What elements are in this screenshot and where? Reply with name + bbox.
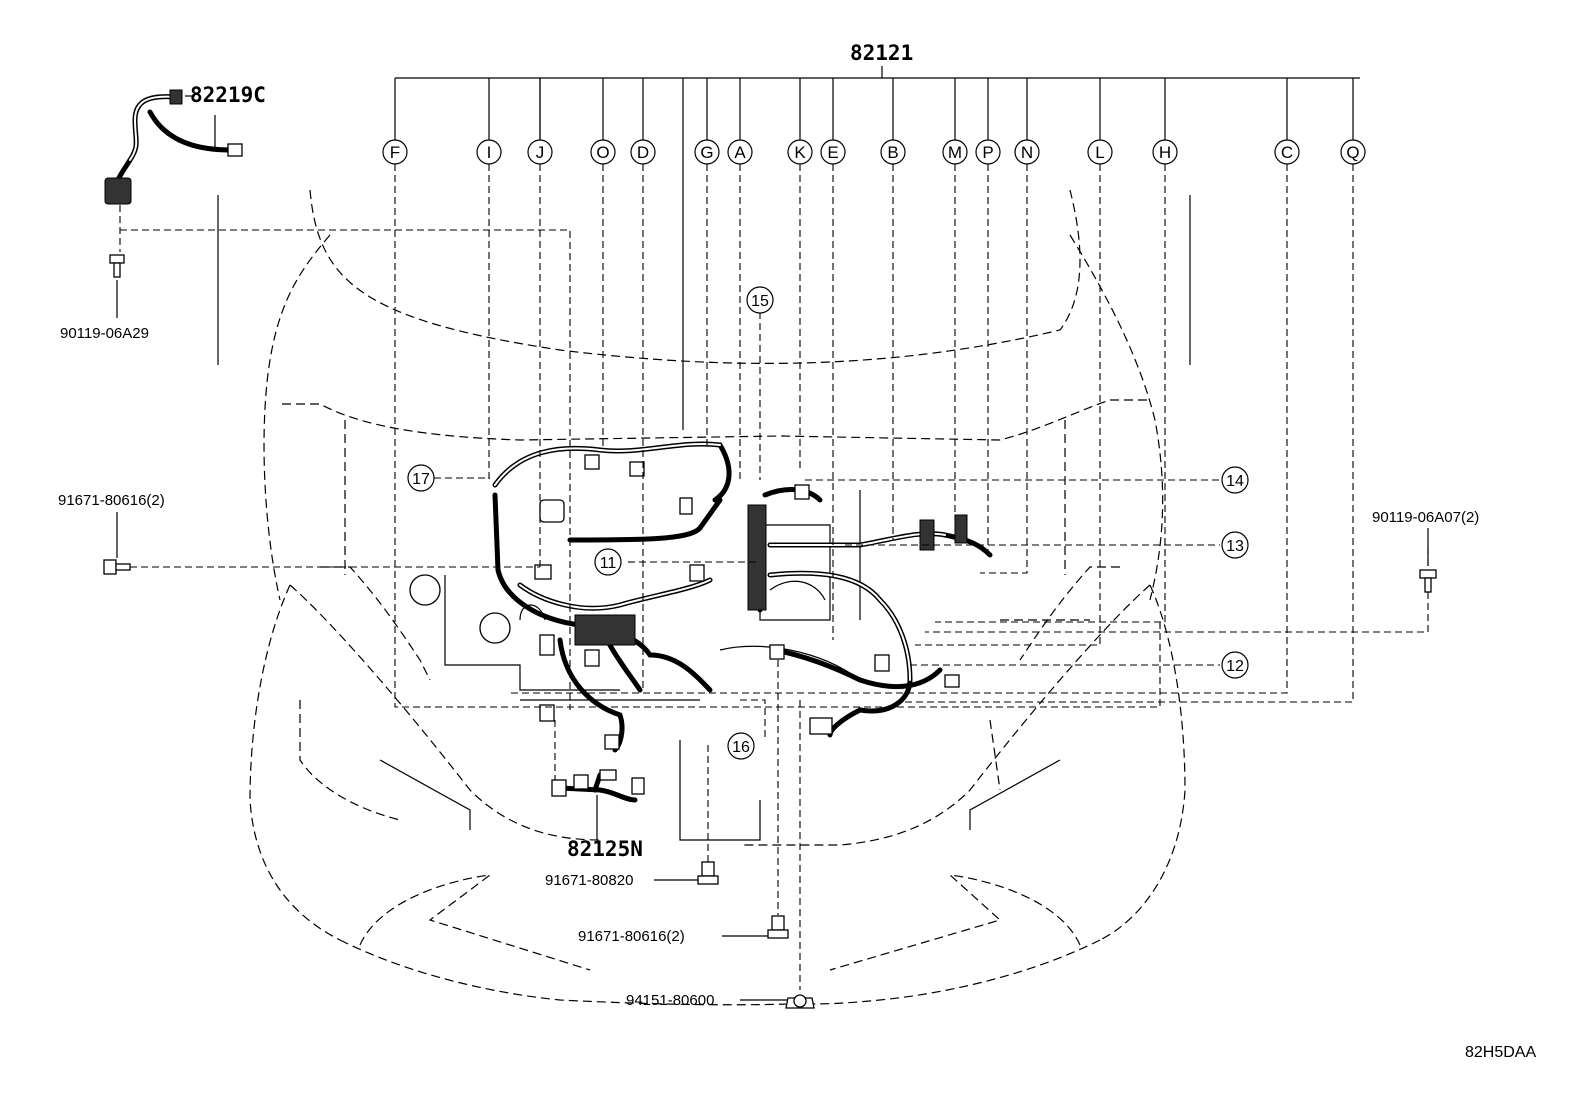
part-82125n-label: 82125N	[567, 837, 643, 861]
callout-a: A	[727, 78, 753, 165]
callout-q-letter: Q	[1346, 143, 1359, 162]
callout-l: L	[1087, 78, 1113, 165]
callout-m: M	[942, 78, 968, 165]
point-16-number: 16	[732, 739, 750, 756]
callout-m-letter: M	[948, 143, 962, 162]
fastener-91671-80616-left: 91671-80616(2)	[58, 492, 165, 575]
callout-d: D	[630, 78, 656, 165]
callout-d-letter: D	[637, 143, 649, 162]
point-12-number: 12	[1226, 658, 1244, 675]
callout-g: G	[694, 78, 720, 165]
callout-o: O	[590, 78, 616, 165]
callout-l-letter: L	[1095, 143, 1104, 162]
callout-leaders: 82121	[395, 41, 1360, 430]
vehicle-body-outline	[217, 189, 1191, 1006]
fastener-91671-80820: 91671-80820	[545, 861, 719, 889]
callout-p: P	[975, 78, 1001, 165]
point-16: 16	[727, 732, 755, 760]
callout-j-letter: J	[536, 143, 545, 162]
callout-i: I	[476, 78, 502, 165]
fastener-90119-06a29-label: 90119-06A29	[60, 325, 149, 342]
callout-b-letter: B	[887, 143, 898, 162]
wire-harness-82121	[492, 441, 993, 753]
point-15: 15	[746, 286, 774, 314]
fastener-91671-80616-left-label: 91671-80616(2)	[58, 492, 165, 509]
fastener-90119-06a07: 90119-06A07(2)	[1372, 509, 1479, 593]
callout-n: N	[1014, 78, 1040, 165]
callout-o-letter: O	[596, 143, 609, 162]
point-14-number: 14	[1226, 473, 1244, 490]
part-82219c-label: 82219C	[190, 83, 266, 107]
callout-e: E	[820, 78, 846, 165]
callout-h-letter: H	[1159, 143, 1171, 162]
sub-harness-82219c: 82219C	[104, 83, 266, 205]
callout-h: H	[1152, 78, 1178, 165]
point-11-number: 11	[600, 555, 617, 572]
figure-code: 82H5DAA	[1465, 1044, 1536, 1061]
callout-c: C	[1274, 78, 1300, 165]
part-82121-label: 82121	[850, 41, 913, 65]
callout-q: Q	[1340, 78, 1366, 165]
point-15-number: 15	[751, 293, 769, 310]
point-13: 13	[1221, 531, 1249, 559]
fastener-91671-80820-label: 91671-80820	[545, 872, 633, 889]
point-11: 11	[594, 548, 622, 576]
dashed-leader-routes	[119, 164, 1429, 990]
callout-j: J	[527, 78, 553, 165]
callout-f: F	[382, 78, 408, 165]
reference-points: 11 12 13 14 15 16 17	[407, 286, 1249, 760]
callout-a-letter: A	[734, 143, 746, 162]
fastener-94151-80600: 94151-80600	[626, 992, 815, 1009]
point-17-number: 17	[412, 471, 430, 488]
callout-n-letter: N	[1021, 143, 1033, 162]
callout-g-letter: G	[700, 143, 713, 162]
fastener-90119-06a29: 90119-06A29	[60, 254, 149, 342]
fastener-94151-80600-label: 94151-80600	[626, 992, 714, 1009]
callout-e-letter: E	[827, 143, 838, 162]
point-13-number: 13	[1226, 538, 1244, 555]
callout-k: K	[787, 78, 813, 165]
callout-b: B	[880, 78, 906, 165]
point-12: 12	[1221, 651, 1249, 679]
callout-f-letter: F	[390, 143, 400, 162]
fastener-91671-80616-bottom: 91671-80616(2)	[578, 915, 789, 945]
callout-k-letter: K	[794, 143, 806, 162]
fastener-90119-06a07-label: 90119-06A07(2)	[1372, 509, 1479, 526]
point-14: 14	[1221, 466, 1249, 494]
callout-i-letter: I	[487, 143, 492, 162]
callout-p-letter: P	[982, 143, 993, 162]
callout-c-letter: C	[1281, 143, 1293, 162]
sub-harness-82125n: 82125N	[551, 769, 645, 861]
point-17: 17	[407, 464, 435, 492]
fastener-91671-80616-bottom-label: 91671-80616(2)	[578, 928, 685, 945]
